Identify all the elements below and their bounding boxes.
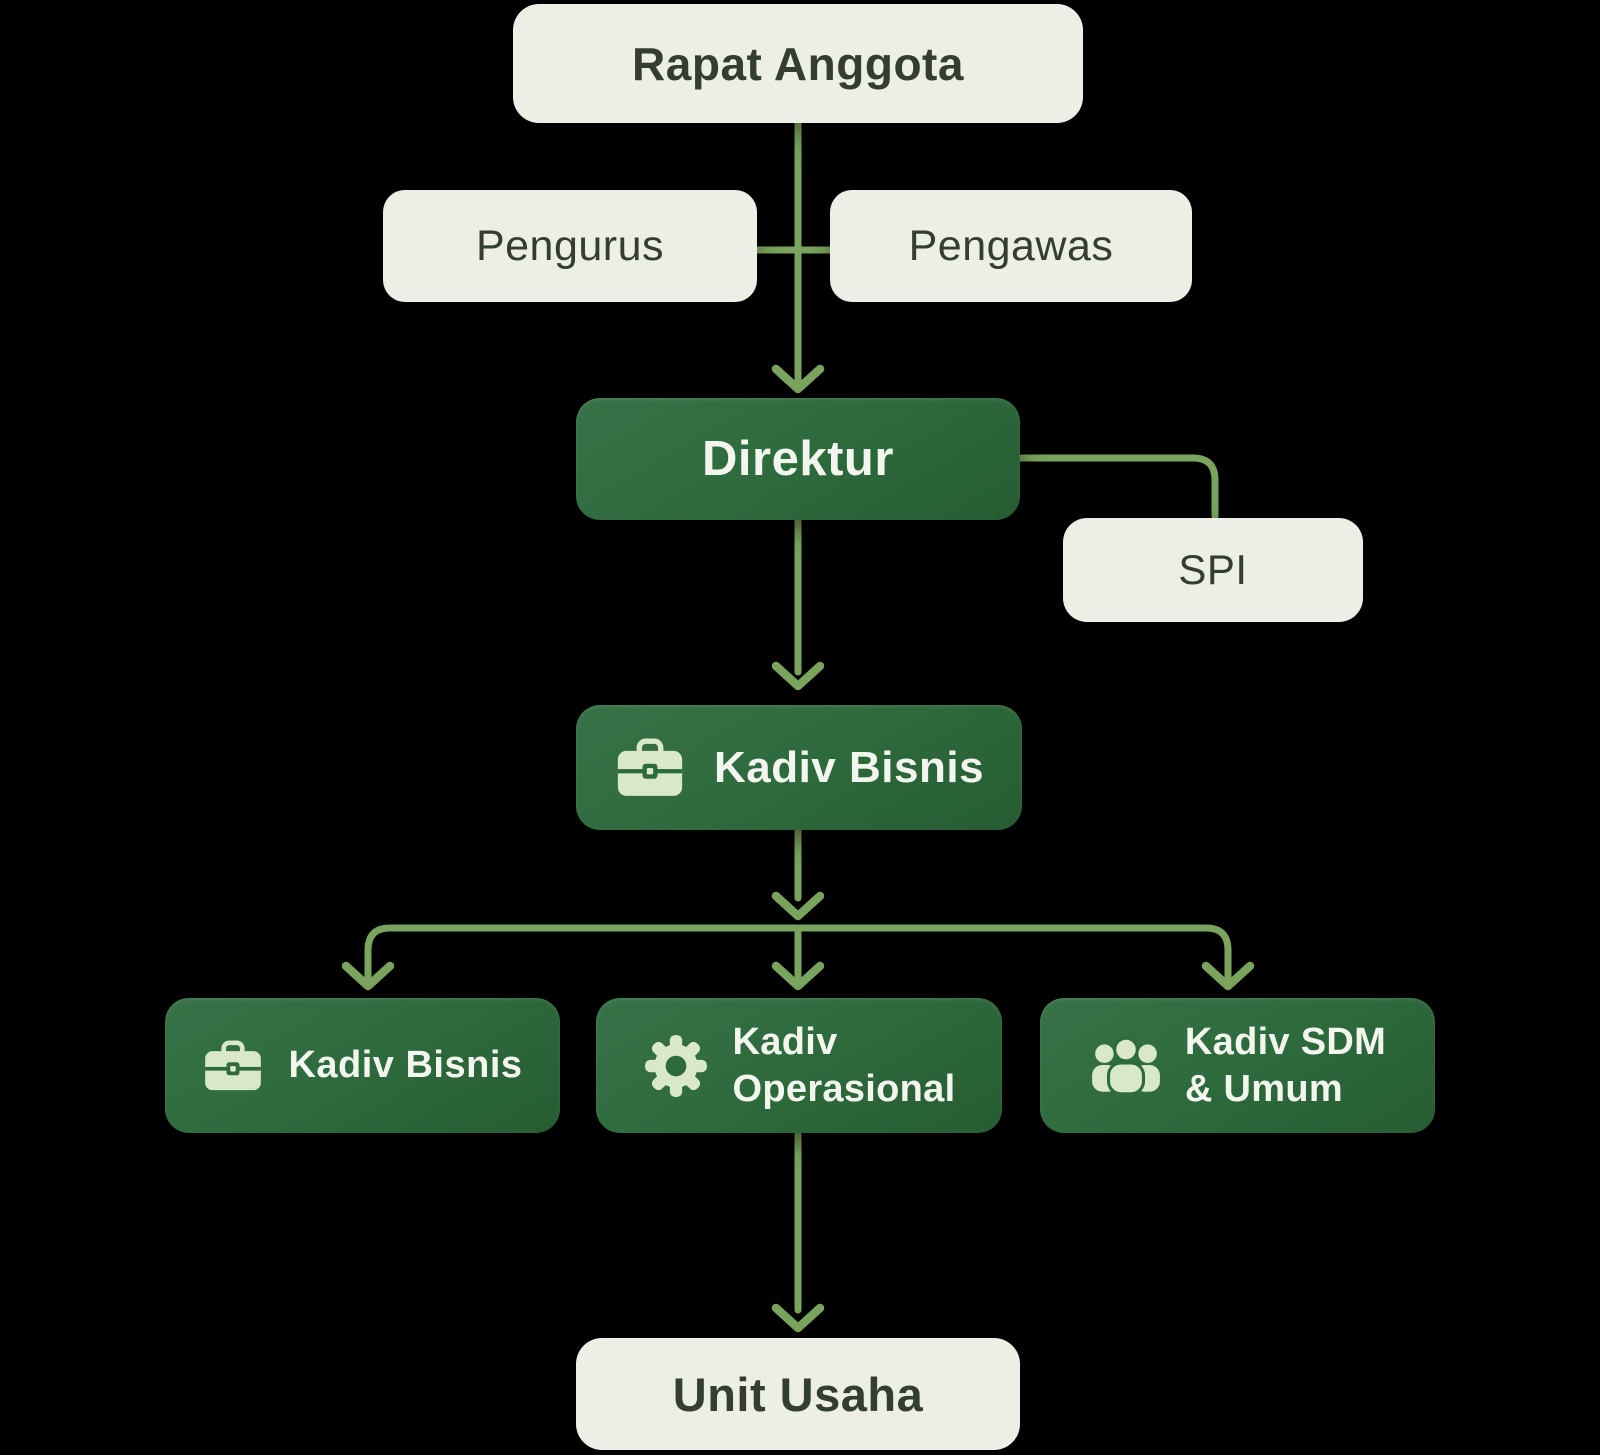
node-kadiv-bisnis-utama: Kadiv Bisnis xyxy=(576,705,1022,830)
node-kadiv-sdm-umum: Kadiv SDM & Umum xyxy=(1040,998,1435,1133)
briefcase-icon xyxy=(202,1039,264,1092)
arrowhead-down-icon xyxy=(771,891,825,921)
node-label-line: Kadiv xyxy=(732,1021,838,1064)
connector-operasional-to-unit-usaha xyxy=(771,1129,825,1333)
node-label-line: Kadiv SDM xyxy=(1184,1021,1387,1064)
node-pengawas: Pengawas xyxy=(830,190,1192,302)
node-label: SPI xyxy=(1178,546,1248,593)
arrowhead-down-icon xyxy=(341,961,395,991)
node-unit-usaha: Unit Usaha xyxy=(576,1338,1020,1450)
arrowhead-down-icon xyxy=(771,961,825,991)
people-icon xyxy=(1089,1036,1163,1095)
node-label: Direktur xyxy=(702,432,894,486)
connector-kadiv-to-branch-bar xyxy=(771,826,825,921)
node-label: Pengawas xyxy=(908,221,1114,270)
node-label: Unit Usaha xyxy=(672,1367,924,1421)
node-label-line: & Umum xyxy=(1184,1067,1343,1110)
node-kadiv-bisnis: Kadiv Bisnis xyxy=(165,998,560,1133)
connector-elbow xyxy=(1016,454,1219,520)
node-label-line: Operasional xyxy=(732,1067,956,1110)
node-label: Kadiv Operasional xyxy=(733,1019,956,1112)
node-rapat-anggota: Rapat Anggota xyxy=(513,4,1083,123)
node-spi: SPI xyxy=(1063,518,1363,622)
connector-direktur-to-spi xyxy=(1016,454,1219,520)
branch-bar xyxy=(341,924,1255,991)
node-kadiv-operasional: Kadiv Operasional xyxy=(596,998,1002,1133)
node-label: Pengurus xyxy=(475,221,665,270)
gear-icon xyxy=(643,1033,709,1099)
arrowhead-down-icon xyxy=(771,1303,825,1333)
connector-rapat-to-direktur xyxy=(771,119,825,394)
arrowhead-down-icon xyxy=(1201,961,1255,991)
node-label: Kadiv Bisnis xyxy=(288,1044,523,1086)
briefcase-icon xyxy=(614,738,686,798)
arrowhead-down-icon xyxy=(771,364,825,394)
node-direktur: Direktur xyxy=(576,398,1020,520)
node-label: Kadiv Bisnis xyxy=(713,742,985,792)
connector-direktur-to-kadiv-bisnis xyxy=(771,516,825,691)
node-label: Rapat Anggota xyxy=(632,37,964,90)
arrowhead-down-icon xyxy=(771,661,825,691)
node-label: Kadiv SDM & Umum xyxy=(1185,1019,1386,1112)
node-pengurus: Pengurus xyxy=(383,190,757,302)
